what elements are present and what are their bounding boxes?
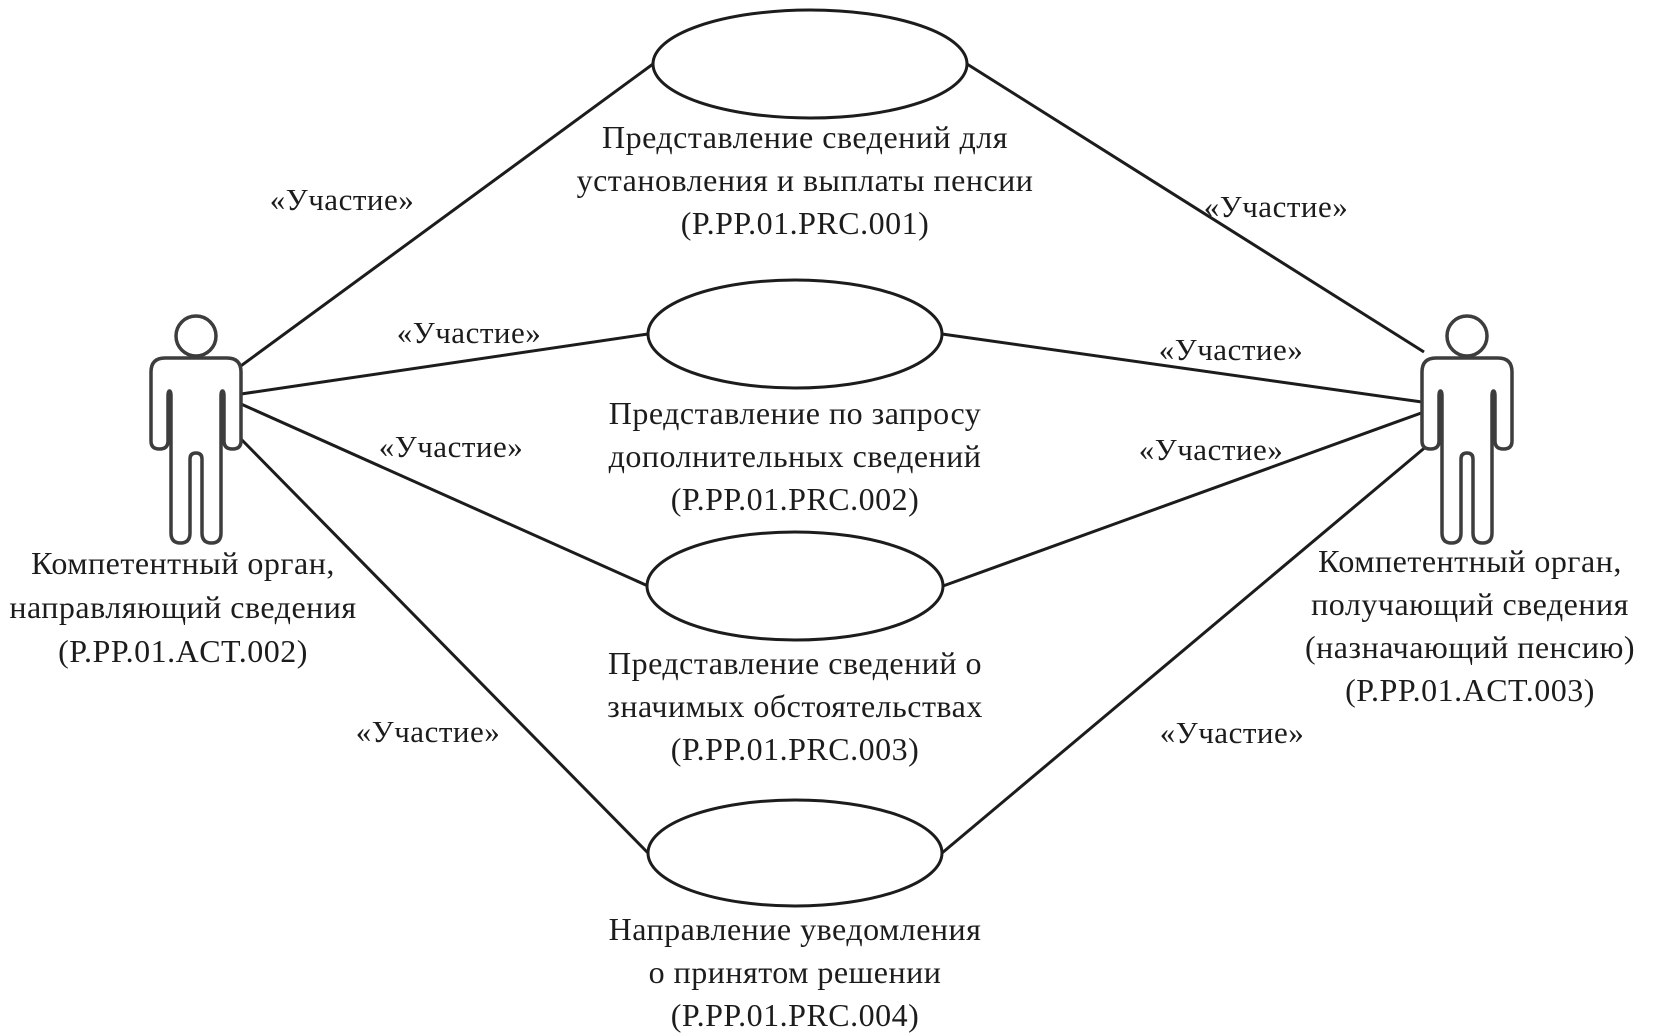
- actor-receiving-label-line2: получающий сведения: [1311, 586, 1629, 622]
- use-case-1-label-line2: установления и выплаты пенсии: [576, 162, 1034, 198]
- use-case-2-label-line3: (P.PP.01.PRC.002): [670, 481, 920, 517]
- association-sending-uc4: [238, 436, 650, 855]
- use-case-1-label: Представление сведений для установления …: [577, 116, 1034, 245]
- edge-label-receiving-uc2: «Участие»: [1158, 332, 1304, 367]
- actor-sending-label-line2: направляющий сведения: [9, 589, 357, 625]
- use-case-1-label-line1: Представление сведений для: [601, 119, 1008, 155]
- use-case-1-ellipse: [651, 8, 969, 120]
- use-case-3-label-line2: значимых обстоятельствах: [607, 688, 983, 724]
- association-receiving-uc4: [941, 443, 1429, 855]
- edge-label-sending-uc2: «Участие»: [396, 315, 542, 350]
- actor-sending-label-line1: Компетентный орган,: [31, 545, 335, 581]
- actor-sending-label-line3: (P.PP.01.ACT.002): [58, 633, 308, 669]
- association-sending-uc2: [240, 332, 649, 396]
- use-case-2-ellipse: [646, 278, 944, 390]
- use-case-3-label-line1: Представление сведений о: [607, 645, 983, 681]
- use-case-4-label-line1: Направление уведомления: [608, 911, 982, 947]
- association-receiving-uc3: [942, 410, 1425, 588]
- use-case-3-label: Представление сведений о значимых обстоя…: [607, 642, 983, 771]
- actor-sending-label: Компетентный орган, направляющий сведени…: [9, 541, 356, 673]
- actor-sending-figure: [149, 314, 243, 545]
- actor-receiving-figure: [1420, 314, 1514, 545]
- edge-label-sending-uc3: «Участие»: [378, 429, 524, 464]
- use-case-3-label-line3: (P.PP.01.PRC.003): [670, 731, 920, 767]
- use-case-4-label-line2: о принятом решении: [648, 954, 942, 990]
- association-sending-uc3: [240, 402, 649, 588]
- actor-receiving-label: Компетентный орган, получающий сведения …: [1305, 540, 1635, 712]
- use-case-4-label-line3: (P.PP.01.PRC.004): [670, 997, 920, 1033]
- association-sending-uc1: [237, 62, 654, 370]
- use-case-3-ellipse: [645, 530, 945, 642]
- association-receiving-uc1: [966, 62, 1425, 354]
- edge-label-receiving-uc3: «Участие»: [1138, 432, 1284, 467]
- use-case-2-label: Представление по запросу дополнительных …: [609, 392, 982, 521]
- actor-receiving-label-line1: Компетентный орган,: [1318, 543, 1622, 579]
- actor-receiving-label-line3: (назначающий пенсию): [1304, 629, 1636, 665]
- edge-label-receiving-uc4: «Участие»: [1159, 715, 1305, 750]
- edge-label-sending-uc1: «Участие»: [269, 182, 415, 217]
- use-case-1-label-line3: (P.PP.01.PRC.001): [680, 205, 930, 241]
- use-case-2-label-line1: Представление по запросу: [608, 395, 982, 431]
- use-case-4-label: Направление уведомления о принятом решен…: [609, 908, 982, 1035]
- association-receiving-uc2: [941, 332, 1423, 404]
- use-case-4-ellipse: [646, 798, 944, 908]
- edge-label-receiving-uc1: «Участие»: [1203, 189, 1349, 224]
- use-case-2-label-line2: дополнительных сведений: [608, 438, 982, 474]
- edge-label-sending-uc4: «Участие»: [355, 714, 501, 749]
- actor-receiving-label-line4: (P.PP.01.ACT.003): [1345, 672, 1595, 708]
